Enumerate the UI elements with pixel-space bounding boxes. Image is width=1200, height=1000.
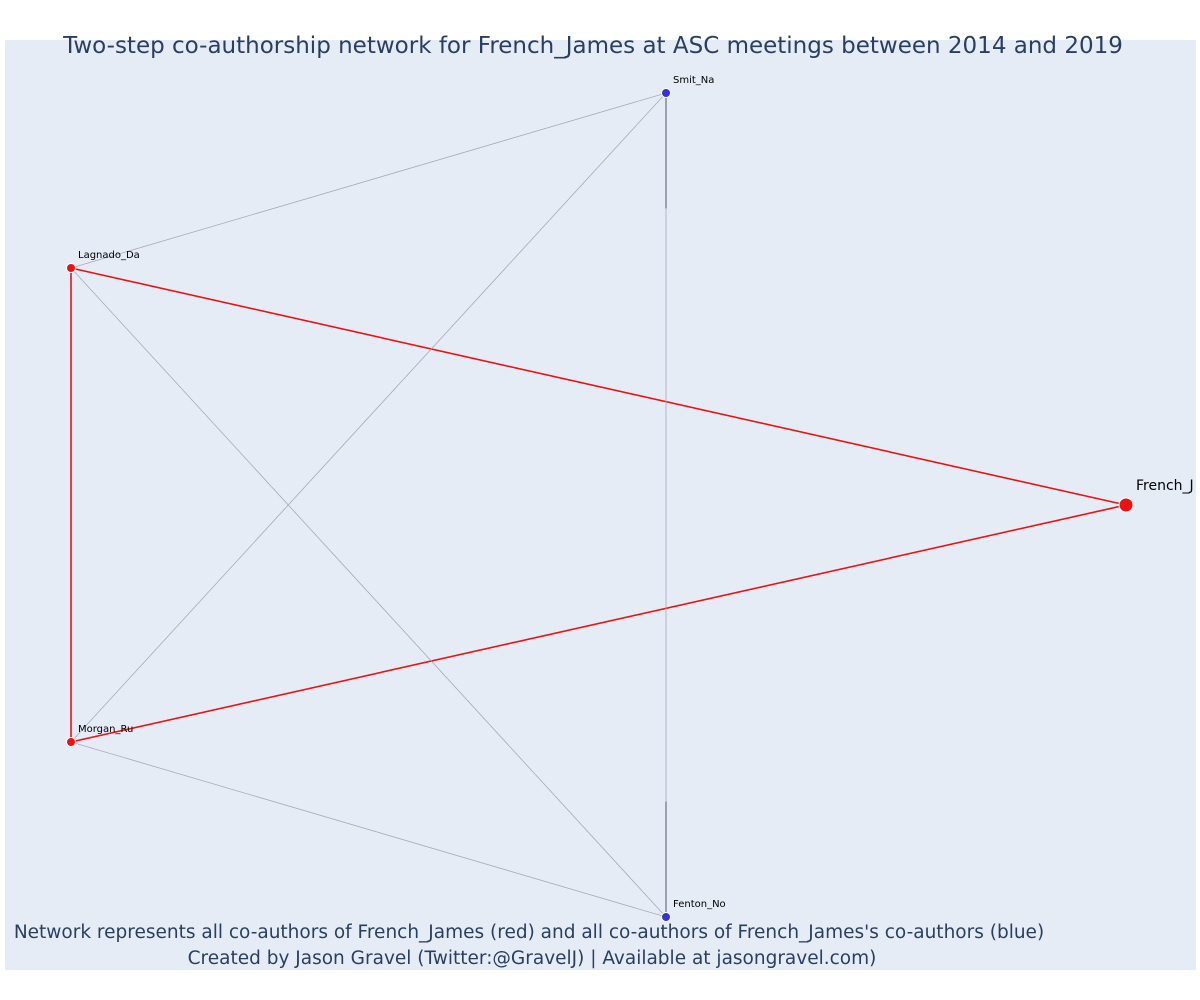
node-Smit_Na[interactable]	[661, 88, 671, 98]
edge-Lagnado_Da-Smit_Na	[70, 92, 667, 269]
node-label-Lagnado_Da: Lagnado_Da	[78, 250, 140, 261]
chart-title: Two-step co-authorship network for Frenc…	[62, 33, 1123, 59]
node-Lagnado_Da[interactable]	[66, 263, 76, 273]
edge-Morgan_Ru-French_J	[70, 504, 1127, 743]
edge-Lagnado_Da-French_J	[70, 267, 1127, 506]
node-label-Fenton_No: Fenton_No	[673, 899, 726, 910]
footer-line-1: Network represents all co-authors of Fre…	[14, 922, 1044, 943]
footer-line-2: Created by Jason Gravel (Twitter:@Gravel…	[188, 948, 877, 969]
node-label-French_J: French_J	[1136, 478, 1194, 494]
plot-background	[5, 40, 1196, 970]
edges-layer	[70, 92, 1127, 918]
node-Morgan_Ru[interactable]	[66, 737, 76, 747]
edge-Lagnado_Da-Fenton_No	[70, 267, 667, 918]
node-label-Morgan_Ru: Morgan_Ru	[78, 724, 133, 735]
edge-Morgan_Ru-Fenton_No	[70, 741, 667, 918]
nodes-layer	[66, 88, 1134, 922]
node-Fenton_No[interactable]	[661, 912, 671, 922]
node-French_J[interactable]	[1118, 497, 1134, 513]
node-label-Smit_Na: Smit_Na	[673, 75, 714, 86]
edge-Morgan_Ru-Smit_Na	[70, 92, 667, 743]
